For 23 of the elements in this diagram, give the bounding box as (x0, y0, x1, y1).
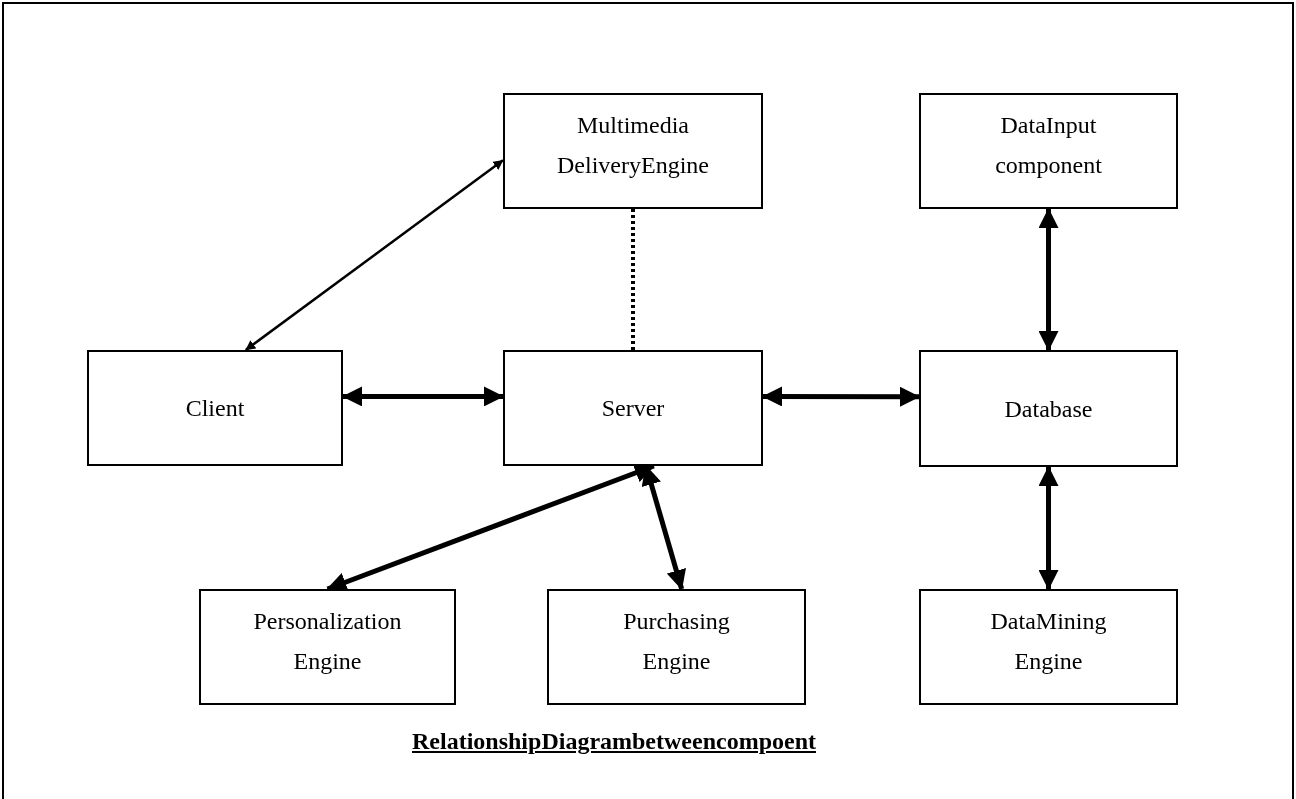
component-box (87, 350, 343, 466)
box-label: Database (1004, 394, 1093, 424)
box-label: Client (185, 394, 245, 423)
component-box (919, 93, 1178, 209)
component-box (199, 589, 456, 705)
arrow (1038, 466, 1059, 590)
arrow (762, 386, 920, 407)
arrow (342, 386, 504, 407)
component-box (919, 350, 1178, 467)
box-label: DataInput component (994, 111, 1103, 180)
component-box (919, 589, 1178, 705)
diagram-caption: RelationshipDiagrambetweencompoent (412, 728, 817, 755)
box-label: Personalization Engine (252, 607, 403, 676)
box-label: Multimedia DeliveryEngine (556, 111, 710, 180)
box-label: Purchasing Engine (622, 607, 731, 676)
box-label: DataMining Engine (989, 607, 1108, 676)
component-box (547, 589, 806, 705)
arrow (244, 159, 504, 351)
component-box (503, 350, 763, 466)
box-label: Server (601, 394, 665, 423)
arrow (1038, 208, 1059, 351)
connector-line (631, 209, 635, 350)
component-box (503, 93, 763, 209)
